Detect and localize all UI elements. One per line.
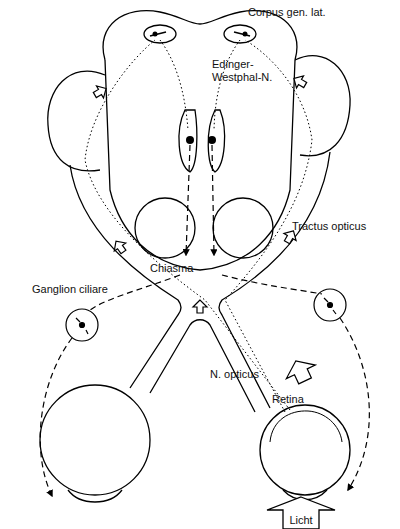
part-label: Ganglion ciliare [32, 283, 132, 296]
part-label: Tractus opticus [292, 220, 392, 233]
part-label: Chiasma [150, 262, 210, 275]
arrow-label: Licht [266, 514, 336, 527]
ganglion-symbols [66, 289, 346, 341]
brain-outline [48, 11, 350, 412]
open-arrows [91, 72, 319, 387]
part-label: Corpus gen. lat. [248, 6, 388, 19]
part-label: N. opticus [210, 368, 280, 381]
eyes [40, 385, 350, 502]
afferent-dotted [85, 40, 312, 412]
efferent-dashed [40, 145, 369, 496]
part-label: Retina [272, 393, 332, 406]
part-label: Edinger-Westphal-N. [212, 58, 290, 84]
light-arrow: Licht [266, 496, 336, 529]
nuclei-dots [150, 32, 250, 145]
